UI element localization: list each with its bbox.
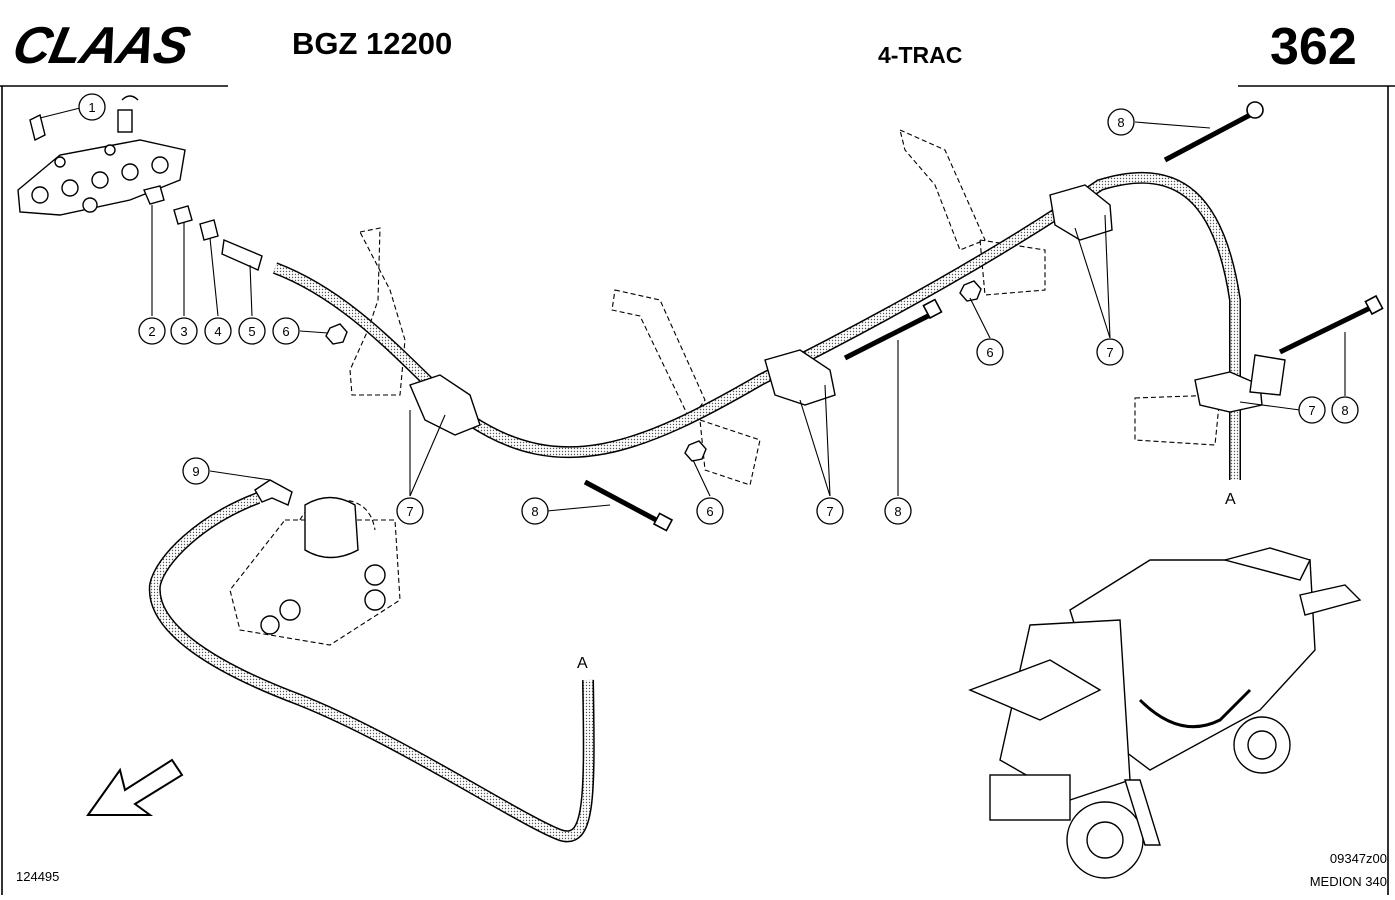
callout-number: 4	[214, 324, 221, 339]
callout-3: 3	[170, 317, 198, 345]
combine-harvester-icon	[968, 547, 1362, 879]
callout-number: 5	[248, 324, 255, 339]
callout-number: 1	[88, 100, 95, 115]
callout-7: 7	[816, 497, 844, 525]
callout-number: 7	[1308, 403, 1315, 418]
callout-8: 8	[1331, 396, 1359, 424]
callout-number: 6	[986, 345, 993, 360]
callout-layer: 1 2 3 4 5 6 6 6 7 7 7 7 8 8 8 8 9	[78, 93, 1359, 525]
document-code: BGZ 12200	[292, 26, 453, 61]
callout-7: 7	[1298, 396, 1326, 424]
drawing-id: 09347z00	[1329, 851, 1387, 866]
callout-number: 7	[406, 504, 413, 519]
callout-6: 6	[976, 338, 1004, 366]
system-title: 4-TRAC	[878, 42, 963, 68]
callout-number: 6	[282, 324, 289, 339]
direction-arrow-icon	[86, 758, 184, 816]
model-name: MEDION 340	[1309, 874, 1387, 889]
callout-number: 8	[1341, 403, 1348, 418]
callout-number: 6	[706, 504, 713, 519]
callout-2: 2	[138, 317, 166, 345]
header-frame	[0, 85, 1395, 895]
leader-lines	[39, 107, 1346, 512]
valve-block-icon	[17, 95, 186, 216]
reference-number: 124495	[16, 869, 60, 884]
callout-6: 6	[696, 497, 724, 525]
callout-number: 7	[1106, 345, 1113, 360]
callout-number: 3	[180, 324, 187, 339]
nuts-icon	[325, 280, 982, 462]
callout-number: 2	[148, 324, 155, 339]
callout-7: 7	[396, 497, 424, 525]
connection-label-upper: A	[1225, 491, 1236, 508]
hydraulic-hose-lower	[148, 492, 595, 843]
callout-8: 8	[1107, 108, 1135, 136]
callout-number: 7	[826, 504, 833, 519]
callout-6: 6	[272, 317, 300, 345]
callout-4: 4	[204, 317, 232, 345]
callout-number: 8	[531, 504, 538, 519]
callout-9: 9	[182, 457, 210, 485]
accumulator-icon	[254, 479, 386, 635]
hose-clamps-icon	[409, 184, 1286, 436]
callout-number: 9	[192, 464, 199, 479]
callout-8: 8	[521, 497, 549, 525]
callout-number: 8	[894, 504, 901, 519]
callout-7: 7	[1096, 338, 1124, 366]
fittings-icon	[143, 185, 263, 271]
callout-number: 8	[1117, 115, 1124, 130]
callout-8: 8	[884, 497, 912, 525]
connection-label-lower: A	[577, 655, 588, 672]
bolts-icon	[583, 101, 1384, 532]
callout-5: 5	[238, 317, 266, 345]
callout-1: 1	[78, 93, 106, 121]
page-number: 362	[1270, 18, 1357, 76]
